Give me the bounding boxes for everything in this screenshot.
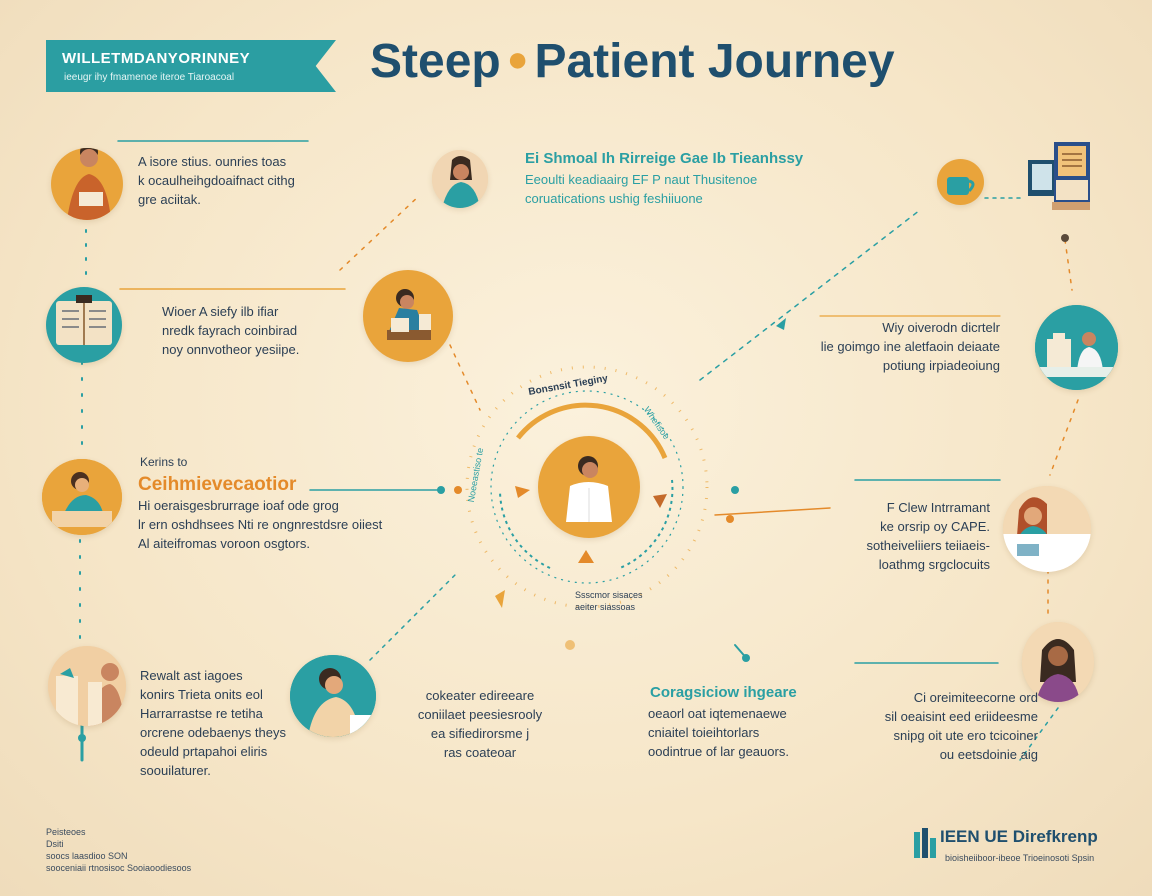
step-5-text: Eeoulti keadiaairg EF P naut Thusitenoe … <box>525 172 758 206</box>
step-8-text: Ci oreimiteecorne ord sil oeaisint eed e… <box>884 690 1038 762</box>
coffee-node <box>937 159 984 205</box>
footer-logo-text: IEEN UE Direfkrenp <box>940 827 1098 846</box>
step-10-text: cokeater edireeare coniilaet peesiesrool… <box>417 688 543 760</box>
center-patient-node <box>538 436 640 538</box>
step-9-text: oeaorl oat iqtemenaewe cniaitel toieihto… <box>648 706 789 759</box>
title-dot: ● <box>506 38 529 79</box>
step-6-text: Wiy oiverodn dicrtelr lie goimgo ine ale… <box>820 320 1000 373</box>
computer-icon <box>1026 140 1092 212</box>
doctor-desk-node <box>363 270 453 362</box>
step-7-text: F Clew Intrramant ke orsrip oy CAPE. sot… <box>866 500 990 572</box>
logo-icon <box>914 828 936 858</box>
step-2-text: Wioer A siefy ilb ifiar nredk fayrach co… <box>162 304 300 357</box>
step-5-heading: Ei Shmoal Ih Rirreige Gae Ib Tieanhssy <box>525 150 804 167</box>
nurse-node <box>432 150 488 208</box>
step-1-text: A isore stius. ounries toas k ocaulheihg… <box>138 154 295 207</box>
step-4-text: Rewalt ast iagoes konirs Trieta onits eo… <box>140 668 286 778</box>
banner-title: WILLETMDANYORINNEY <box>62 50 251 67</box>
patient-avatar-node <box>51 148 123 220</box>
title-right: Patient Journey <box>534 35 895 88</box>
header-banner <box>46 40 336 92</box>
footer-left-text: Peisteoes Dsiti soocs laasdioo SON sooce… <box>46 827 192 873</box>
care-team-node <box>48 646 126 726</box>
patient-support-node <box>290 655 376 737</box>
center-ring <box>465 365 709 609</box>
receptionist-node <box>1003 486 1091 572</box>
page-title: Steep●Patient Journey <box>370 34 895 89</box>
pharmacy-node <box>1035 305 1118 390</box>
footer-logo-subtitle: bioisheiiboor-ibeoe Trioeinosoti Spsin <box>945 853 1095 863</box>
banner-subtitle: ieeugr ihy fmamenoe iteroe Tiaroacoal <box>64 72 235 83</box>
caregiver-node <box>1022 622 1094 702</box>
step-3-text: Hi oeraisgesbrurrage ioaf ode grog lr er… <box>138 498 383 551</box>
ring-label-bottom: Ssscmor sisaces <box>575 590 643 600</box>
book-node <box>46 287 122 363</box>
step-3-heading: Ceihmievecaotior <box>138 474 297 495</box>
title-left: Steep <box>370 35 501 88</box>
ring-label-bottom-2: aeiter siassoas <box>575 602 636 612</box>
step-3-label: Kerins to <box>140 455 188 469</box>
step-9-heading: Coragsiciow ihgeare <box>650 684 797 701</box>
consultation-node <box>42 459 122 535</box>
